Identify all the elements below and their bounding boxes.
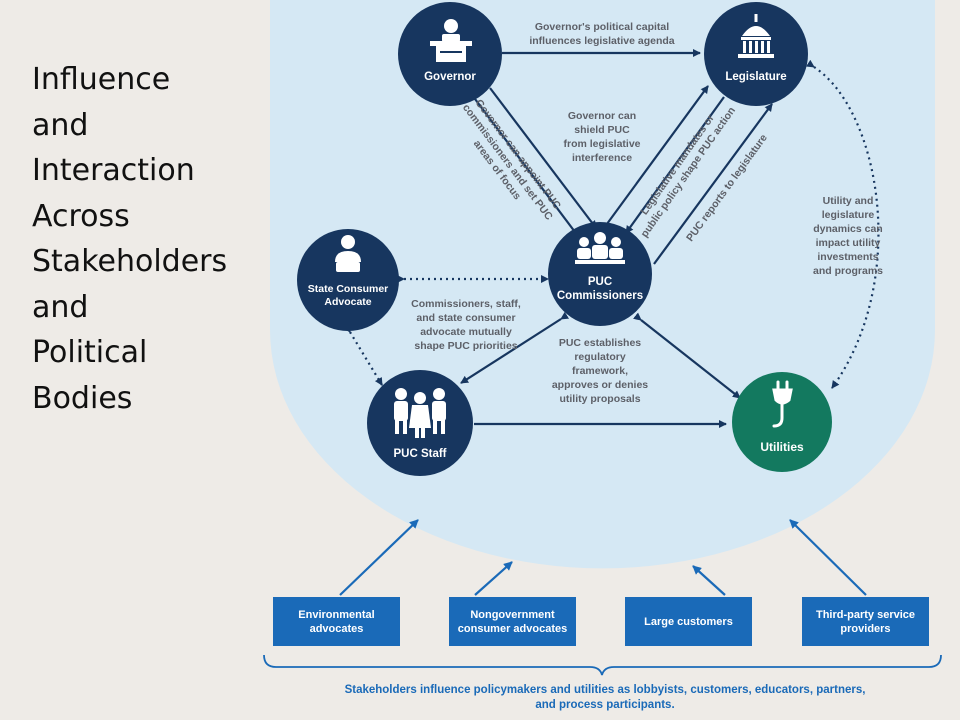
annotation-line: PUC establishes <box>559 337 641 349</box>
annotation-gov-legislature: Governor's political capital influences … <box>529 21 674 47</box>
arrow-puc-reports <box>653 103 773 265</box>
annotation-line: from legislative <box>563 138 640 150</box>
utilities-node: Utilities <box>732 372 832 472</box>
stakeholder-label-line: Large customers <box>644 615 733 628</box>
stakeholder-label-line: providers <box>840 622 891 635</box>
annotation-line: Utility and <box>823 195 874 207</box>
annotation-line: shape PUC priorities <box>414 340 517 352</box>
title-line: Influence <box>32 62 171 97</box>
person-icon <box>335 235 361 272</box>
arrow-puc-utilities <box>633 312 741 399</box>
group-icon <box>575 232 625 264</box>
arrow-puc-legislature <box>603 85 709 229</box>
title-line: Across <box>32 198 130 234</box>
annotation-line: interference <box>572 152 632 164</box>
annotation-line: regulatory <box>574 351 626 363</box>
legislature-node: Legislature <box>704 2 808 106</box>
annotation-line: advocate mutually <box>420 326 512 338</box>
legislature-label: Legislature <box>725 71 786 83</box>
arrow-governor-puc-1 <box>471 94 579 237</box>
arrow-third-party <box>789 519 867 596</box>
title-line: and <box>32 107 89 143</box>
puc-commissioners-label-line2: Commissioners <box>557 290 643 302</box>
podium-person-icon <box>430 19 472 62</box>
arrow-nongovernment <box>474 561 513 596</box>
footer-line: and process participants. <box>535 699 675 711</box>
governor-node: Governor <box>398 2 502 106</box>
title-line: Political <box>32 335 148 370</box>
stakeholder-third-party-service-providers: Third-party service providers <box>802 597 929 646</box>
annotation-line: framework, <box>572 365 628 377</box>
arrow-environmental <box>339 519 419 596</box>
annotation-line: approves or denies <box>552 379 648 391</box>
annotation-line: impact utility <box>816 237 881 249</box>
footer-caption: Stakeholders influence policymakers and … <box>268 683 942 713</box>
arrow-puc-staff <box>460 311 570 384</box>
title-line: Interaction <box>32 153 195 188</box>
annotation-framework: PUC establishes regulatory framework, ap… <box>552 337 648 405</box>
annotation-utility-legislature: Utility and legislature dynamics can imp… <box>813 195 883 277</box>
utilities-label: Utilities <box>760 440 804 454</box>
puc-commissioners-node: PUC Commissioners <box>548 222 652 326</box>
title-line: and <box>32 289 89 325</box>
state-consumer-advocate-node: State Consumer Advocate <box>297 229 399 331</box>
annotation-gov-shield: Governor can shield PUC from legislative… <box>563 110 640 164</box>
annotation-line: Governor's political capital <box>535 21 669 33</box>
annotation-line: investments <box>817 251 878 263</box>
annotation-line: influences legislative agenda <box>529 35 674 47</box>
connections <box>342 49 880 428</box>
annotation-line: utility proposals <box>559 393 640 405</box>
title-line: Bodies <box>32 380 133 416</box>
title-line: Stakeholders <box>32 244 228 279</box>
governor-label: Governor <box>424 71 476 83</box>
annotation-mutual: Commissioners, staff, and state consumer… <box>411 298 521 352</box>
annotation-line: legislature <box>822 209 875 221</box>
stakeholder-label-line: Third-party service <box>815 608 916 621</box>
arrow-legislature-puc <box>625 96 725 234</box>
arrow-governor-puc-2 <box>489 87 597 229</box>
footer-line: Stakeholders influence policymakers and … <box>344 684 866 696</box>
capitol-dome-icon <box>738 14 774 58</box>
stakeholder-label-line: advocates <box>309 622 364 635</box>
annotation-line: and state consumer <box>416 312 515 324</box>
annotation-line: Governor can <box>568 110 636 122</box>
annotation-line: and programs <box>813 265 883 277</box>
puc-commissioners-label-line1: PUC <box>588 276 612 288</box>
stakeholder-arrows <box>339 519 867 596</box>
slide-title: Influence and Interaction Across Stakeho… <box>32 57 252 421</box>
stakeholder-nongovernment-consumer-advocates: Nongovernment consumer advocates <box>449 597 576 646</box>
advocate-label-line2: Advocate <box>324 296 371 308</box>
stakeholder-label-line: consumer advocates <box>457 622 568 635</box>
dotted-advocate-staff <box>342 323 383 386</box>
arrow-large-customers <box>692 565 726 596</box>
plug-icon <box>772 380 793 428</box>
stakeholder-environmental-advocates: Environmental advocates <box>273 597 400 646</box>
advocate-label-line1: State Consumer <box>308 283 389 295</box>
team-icon <box>394 388 446 438</box>
puc-staff-label: PUC Staff <box>393 448 446 460</box>
stakeholder-label-line: Nongovernment <box>470 608 555 621</box>
annotation-line: Commissioners, staff, <box>411 298 521 310</box>
dotted-utility-legislature <box>805 59 880 389</box>
annotation-line: shield PUC <box>574 124 630 136</box>
annotation-line: dynamics can <box>813 223 882 235</box>
stakeholder-large-customers: Large customers <box>625 597 752 646</box>
puc-staff-node: PUC Staff <box>367 370 473 476</box>
stakeholder-label-line: Environmental <box>298 608 375 621</box>
stakeholder-bracket <box>263 654 942 676</box>
